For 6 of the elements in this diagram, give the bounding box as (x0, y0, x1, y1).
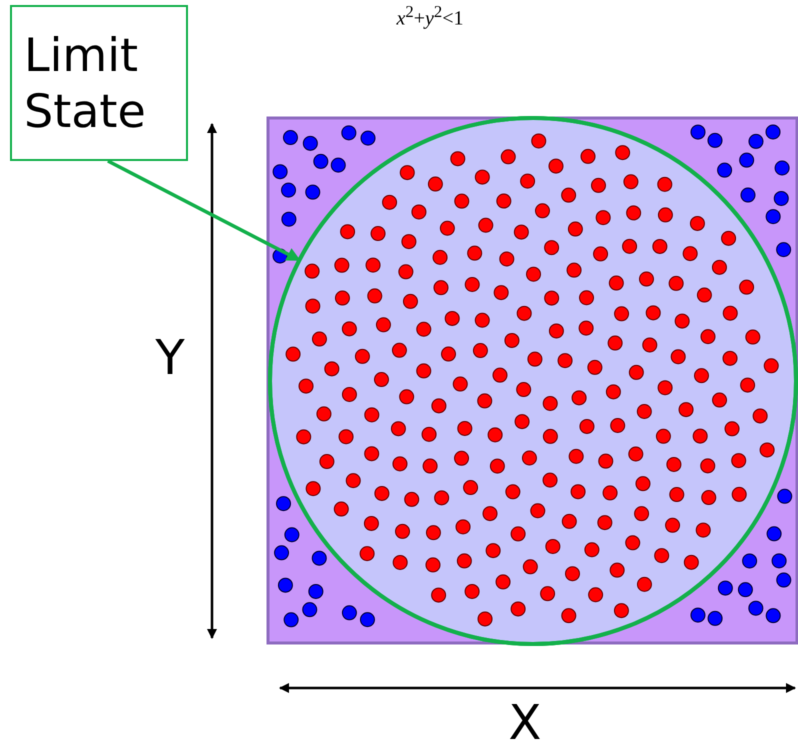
formula-label: x$^{2}$+y$^{2}$<1 (395, 2, 464, 31)
axis-label: X (508, 695, 542, 750)
axis-label: Y (154, 330, 186, 386)
leader-arrow (107, 159, 301, 262)
callout-text: Limit State (24, 27, 147, 139)
callout-box (10, 5, 188, 161)
